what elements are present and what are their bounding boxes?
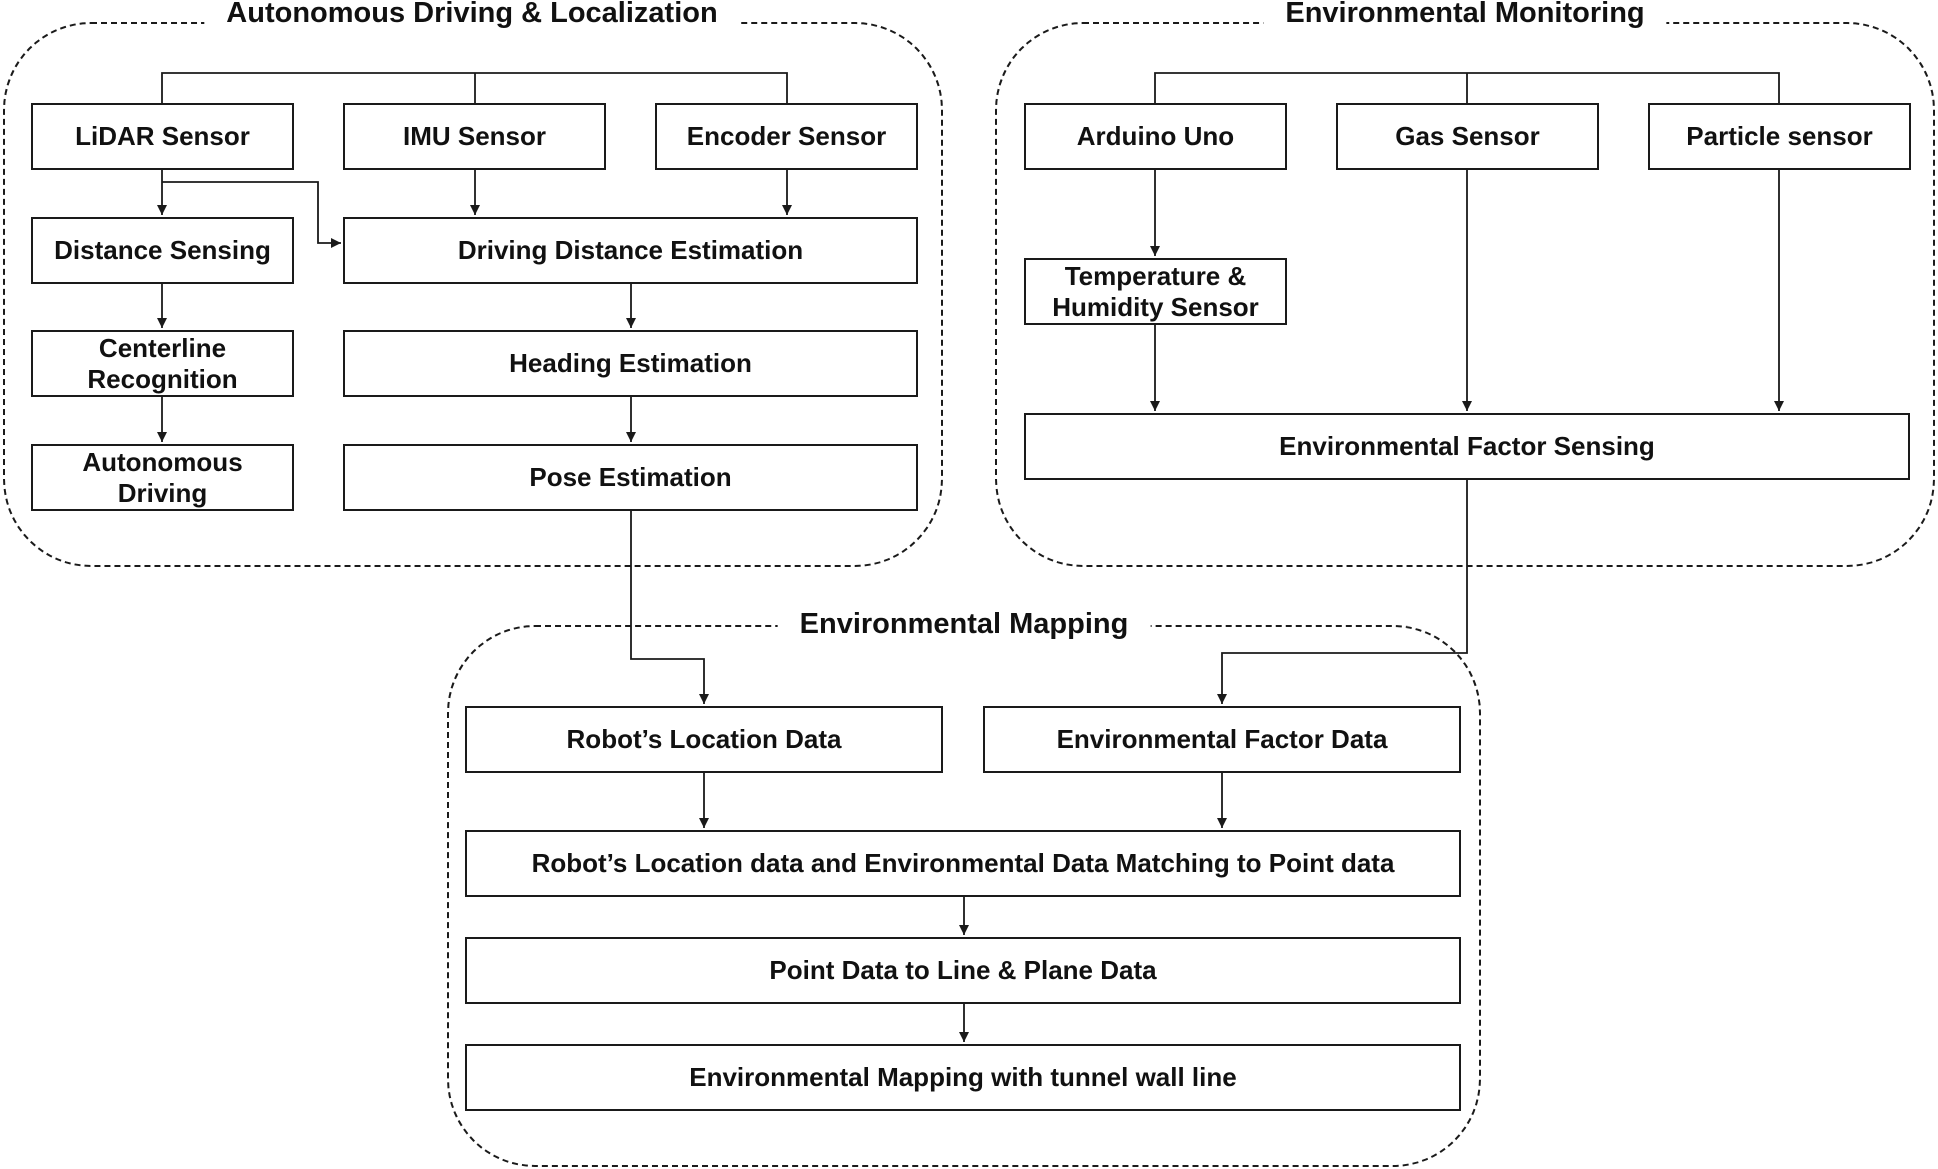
- node-encoder-sensor: Encoder Sensor: [655, 103, 918, 170]
- group-title-monitoring: Environmental Monitoring: [1263, 0, 1667, 30]
- group-title-mapping: Environmental Mapping: [777, 607, 1151, 641]
- node-autonomous-driving: Autonomous Driving: [31, 444, 294, 511]
- node-point-to-line-plane: Point Data to Line & Plane Data: [465, 937, 1461, 1004]
- node-environmental-factor-sensing: Environmental Factor Sensing: [1024, 413, 1910, 480]
- node-gas-sensor: Gas Sensor: [1336, 103, 1599, 170]
- node-heading-estimation: Heading Estimation: [343, 330, 918, 397]
- node-particle-sensor: Particle sensor: [1648, 103, 1911, 170]
- node-pose-estimation: Pose Estimation: [343, 444, 918, 511]
- edge-pose-robotloc: [630, 511, 709, 704]
- edge-envsense-envdata: [1217, 480, 1468, 704]
- group-title-autonomous: Autonomous Driving & Localization: [204, 0, 740, 30]
- node-centerline-recognition: Centerline Recognition: [31, 330, 294, 397]
- node-location-env-matching: Robot’s Location data and Environmental …: [465, 830, 1461, 897]
- node-imu-sensor: IMU Sensor: [343, 103, 606, 170]
- node-temperature-humidity-sensor: Temperature & Humidity Sensor: [1024, 258, 1287, 325]
- node-environmental-mapping-tunnel: Environmental Mapping with tunnel wall l…: [465, 1044, 1461, 1111]
- node-environmental-factor-data: Environmental Factor Data: [983, 706, 1461, 773]
- node-arduino-uno: Arduino Uno: [1024, 103, 1287, 170]
- node-robots-location-data: Robot’s Location Data: [465, 706, 943, 773]
- node-distance-sensing: Distance Sensing: [31, 217, 294, 284]
- node-lidar-sensor: LiDAR Sensor: [31, 103, 294, 170]
- node-driving-distance-estimation: Driving Distance Estimation: [343, 217, 918, 284]
- edge-lidar-driving: [162, 181, 341, 248]
